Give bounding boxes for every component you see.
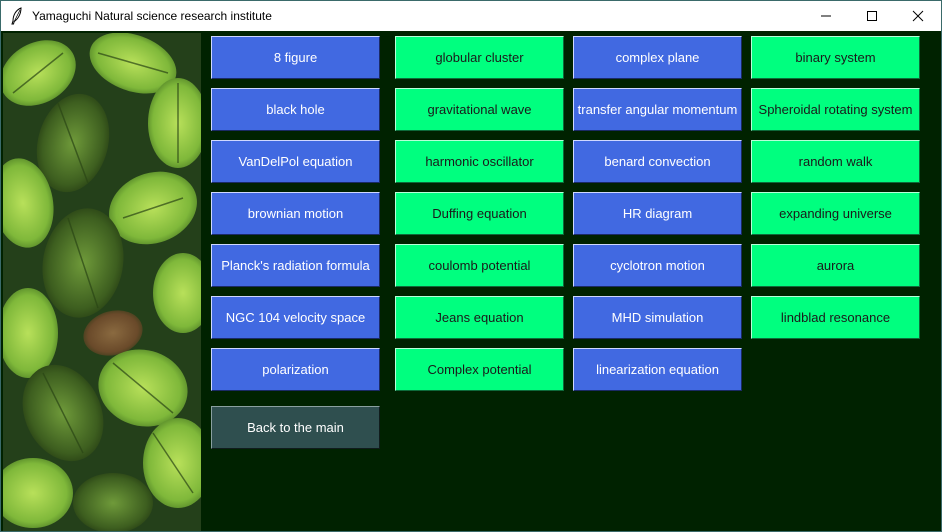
button-label: globular cluster	[435, 50, 524, 65]
button-label: random walk	[798, 154, 873, 169]
button-label: 8 figure	[273, 50, 318, 65]
button-label: Planck's radiation formula	[221, 258, 370, 273]
btn-plancks-radiation-formula[interactable]: Planck's radiation formula	[211, 244, 380, 287]
button-label: VanDelPol equation	[238, 154, 353, 169]
button-label: black hole	[266, 102, 325, 117]
btn-ngc-104-velocity-space[interactable]: NGC 104 velocity space	[211, 296, 380, 339]
btn-mhd-simulation[interactable]: MHD simulation	[573, 296, 742, 339]
button-label: gravitational wave	[427, 102, 532, 117]
button-label: Duffing equation	[432, 206, 527, 221]
btn-jeans-equation[interactable]: Jeans equation	[395, 296, 564, 339]
minimize-icon	[821, 15, 831, 17]
btn-linearization-equation[interactable]: linearization equation	[573, 348, 742, 391]
button-label: brownian motion	[247, 206, 344, 221]
feather-icon	[11, 7, 22, 25]
maximize-button[interactable]	[849, 1, 895, 31]
btn-complex-potential[interactable]: Complex potential	[395, 348, 564, 391]
btn-vandelpol-equation[interactable]: VanDelPol equation	[211, 140, 380, 183]
button-label: polarization	[262, 362, 329, 377]
btn-hr-diagram[interactable]: HR diagram	[573, 192, 742, 235]
btn-benard-convection[interactable]: benard convection	[573, 140, 742, 183]
button-label: harmonic oscillator	[425, 154, 534, 169]
btn-spheroidal-rotating-system[interactable]: Spheroidal rotating system	[751, 88, 920, 131]
button-label: HR diagram	[622, 206, 693, 221]
btn-duffing-equation[interactable]: Duffing equation	[395, 192, 564, 235]
button-label: binary system	[795, 50, 876, 65]
button-label: complex plane	[615, 50, 700, 65]
btn-brownian-motion[interactable]: brownian motion	[211, 192, 380, 235]
button-label: NGC 104 velocity space	[225, 310, 366, 325]
close-icon	[912, 10, 924, 22]
btn-transfer-angular-momentum[interactable]: transfer angular momentum	[573, 88, 742, 131]
btn-random-walk[interactable]: random walk	[751, 140, 920, 183]
plant-leaves-image	[3, 33, 201, 531]
button-label: MHD simulation	[611, 310, 704, 325]
maximize-icon	[867, 11, 877, 21]
btn-gravitational-wave[interactable]: gravitational wave	[395, 88, 564, 131]
minimize-button[interactable]	[803, 1, 849, 31]
button-label: Spheroidal rotating system	[758, 102, 913, 117]
button-label: aurora	[816, 258, 855, 273]
button-label: transfer angular momentum	[577, 102, 738, 117]
btn-complex-plane[interactable]: complex plane	[573, 36, 742, 79]
plant-photo	[3, 33, 201, 531]
title-bar[interactable]: Yamaguchi Natural science research insti…	[1, 1, 941, 31]
btn-aurora[interactable]: aurora	[751, 244, 920, 287]
button-label: linearization equation	[596, 362, 719, 377]
btn-coulomb-potential[interactable]: coulomb potential	[395, 244, 564, 287]
btn-black-hole[interactable]: black hole	[211, 88, 380, 131]
button-label: benard convection	[604, 154, 711, 169]
button-label: lindblad resonance	[780, 310, 891, 325]
btn-polarization[interactable]: polarization	[211, 348, 380, 391]
btn-globular-cluster[interactable]: globular cluster	[395, 36, 564, 79]
button-label: cyclotron motion	[610, 258, 705, 273]
close-button[interactable]	[895, 1, 941, 31]
btn-lindblad-resonance[interactable]: lindblad resonance	[751, 296, 920, 339]
btn-binary-system[interactable]: binary system	[751, 36, 920, 79]
button-label: Complex potential	[427, 362, 532, 377]
back-to-main-button[interactable]: Back to the main	[211, 406, 380, 449]
button-label: Back to the main	[247, 420, 344, 435]
window-title: Yamaguchi Natural science research insti…	[32, 9, 272, 23]
btn-cyclotron-motion[interactable]: cyclotron motion	[573, 244, 742, 287]
button-label: expanding universe	[779, 206, 892, 221]
btn-expanding-universe[interactable]: expanding universe	[751, 192, 920, 235]
button-label: coulomb potential	[428, 258, 531, 273]
button-label: Jeans equation	[435, 310, 524, 325]
btn-harmonic-oscillator[interactable]: harmonic oscillator	[395, 140, 564, 183]
btn-8-figure[interactable]: 8 figure	[211, 36, 380, 79]
